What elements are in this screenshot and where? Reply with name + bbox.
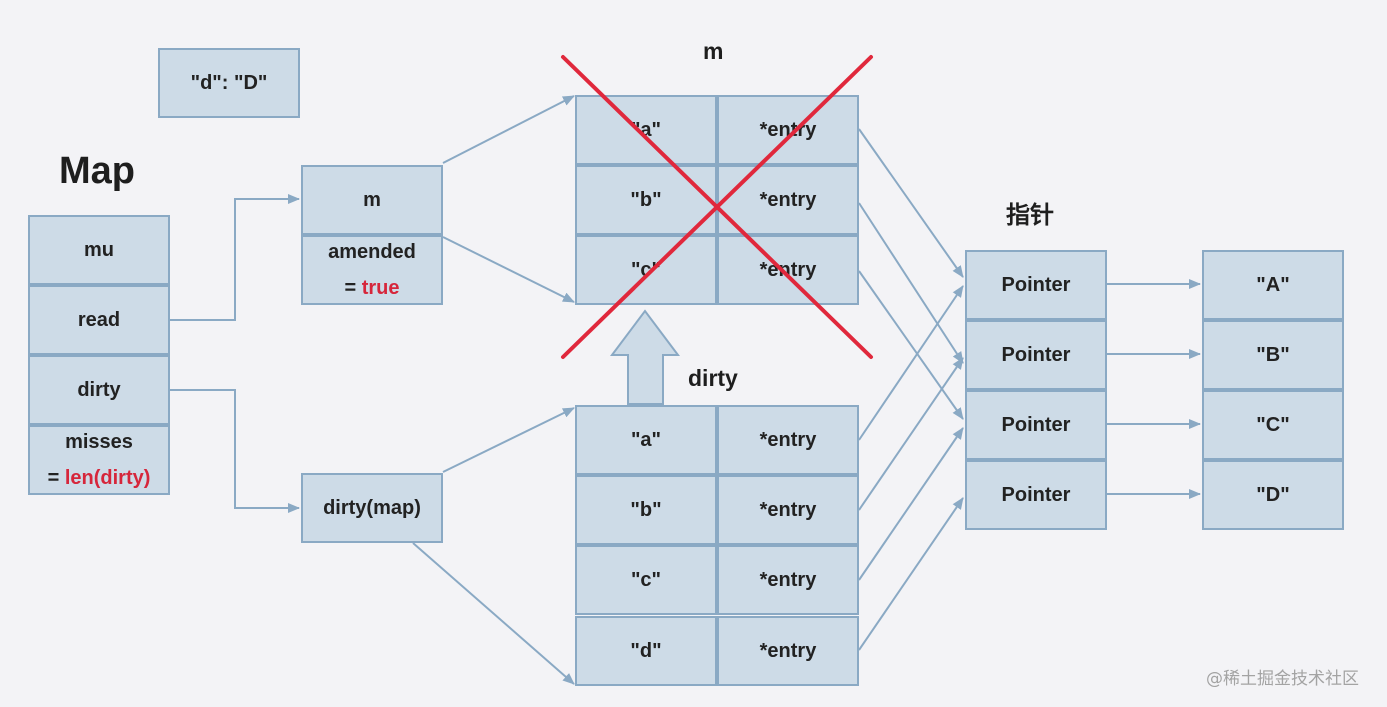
amended-true: true (361, 277, 400, 299)
map-title: Map (59, 150, 135, 192)
dirty-value-b: *entry (717, 475, 859, 545)
arrow-read-to-m (170, 194, 300, 321)
map-field-mu: mu (28, 215, 170, 285)
pointer-3: Pointer (965, 390, 1107, 460)
pointer-2: Pointer (965, 320, 1107, 390)
arrow-m-entry-b (858, 202, 964, 364)
pointers-title: 指针 (1006, 202, 1054, 229)
dirty-value-a: *entry (717, 405, 859, 475)
m-key-c: "c" (575, 235, 717, 305)
map-field-read: read (28, 285, 170, 355)
arrow-dirtymap-to-table-bottom (412, 542, 575, 685)
read-field-amended: amended = true (301, 235, 443, 305)
dirty-key-b: "b" (575, 475, 717, 545)
watermark: @稀土掘金技术社区 (1206, 669, 1359, 689)
dirty-key-d: "d" (575, 616, 717, 686)
misses-value: = len(dirty) (47, 467, 151, 489)
amended-value: = true (344, 277, 400, 299)
value-C: "C" (1202, 390, 1344, 460)
promote-arrow-icon (610, 309, 680, 405)
dirty-map-box: dirty(map) (301, 473, 443, 543)
arrow-dirty-to-dirtymap (170, 389, 300, 513)
misses-label: misses (65, 431, 133, 453)
misses-len-dirty: len(dirty) (64, 467, 151, 489)
arrow-dirty-entry-d (858, 497, 964, 651)
pointer-4: Pointer (965, 460, 1107, 530)
pointer-1: Pointer (965, 250, 1107, 320)
dirty-key-a: "a" (575, 405, 717, 475)
m-value-c: *entry (717, 235, 859, 305)
map-field-dirty: dirty (28, 355, 170, 425)
cross-out-icon (561, 55, 873, 359)
map-field-misses: misses = len(dirty) (28, 425, 170, 495)
arrow-dirty-entry-a (858, 285, 964, 441)
dirty-key-c: "c" (575, 545, 717, 615)
arrow-m-to-mtable-top (442, 95, 575, 164)
value-A: "A" (1202, 250, 1344, 320)
arrow-m-entry-a (858, 128, 964, 278)
new-kv-box: "d": "D" (158, 48, 300, 118)
value-B: "B" (1202, 320, 1344, 390)
arrow-dirty-entry-b (858, 357, 964, 511)
dirty-table-title: dirty (688, 365, 738, 391)
amended-label: amended (328, 241, 416, 263)
m-table-title: m (703, 38, 724, 64)
read-field-m: m (301, 165, 443, 235)
m-value-a: *entry (717, 95, 859, 165)
m-key-a: "a" (575, 95, 717, 165)
dirty-value-d: *entry (717, 616, 859, 686)
arrow-m-entry-c (858, 270, 964, 420)
m-value-b: *entry (717, 165, 859, 235)
value-D: "D" (1202, 460, 1344, 530)
arrow-dirtymap-to-table-top (442, 407, 575, 473)
dirty-value-c: *entry (717, 545, 859, 615)
arrow-m-to-mtable-bottom (442, 236, 575, 303)
arrow-dirty-entry-c (858, 427, 964, 581)
m-key-b: "b" (575, 165, 717, 235)
